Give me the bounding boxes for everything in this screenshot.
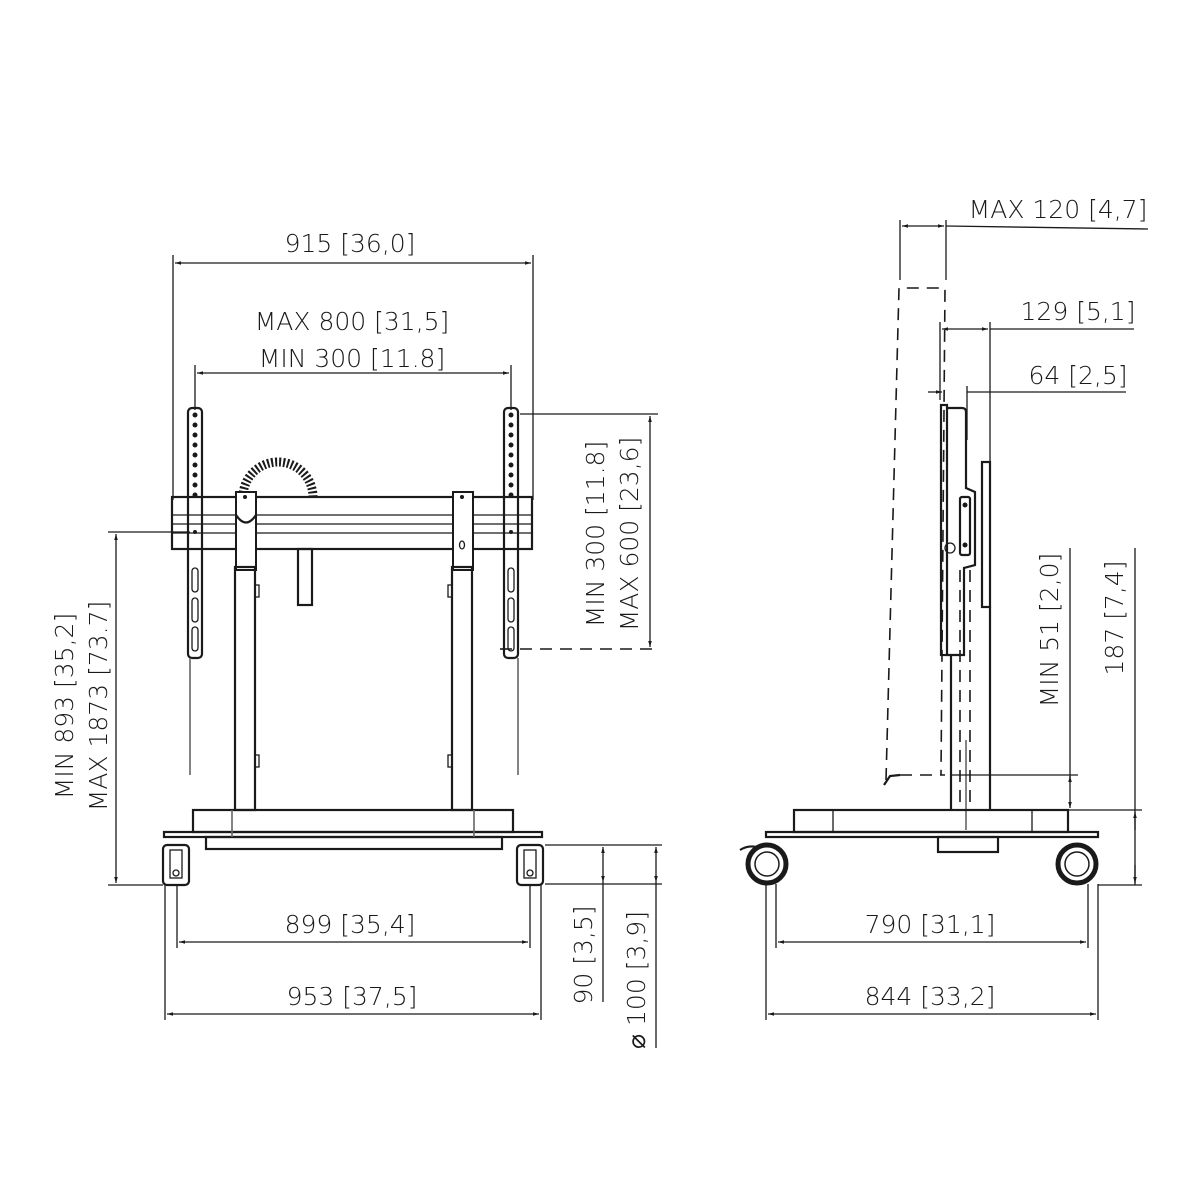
dim-inch: [35,2] — [50, 613, 79, 688]
svg-text:915 [36,0]: 915 [36,0] — [285, 229, 416, 258]
svg-text:90 [3,5]: 90 [3,5] — [569, 905, 598, 1004]
dim-depth-64: 64 [2,5] — [928, 361, 1128, 440]
dim-label: MAX 800 — [255, 307, 366, 336]
dim-label: ⌀ 100 — [622, 978, 651, 1049]
svg-text:MAX 600 [23,6]: MAX 600 [23,6] — [615, 437, 644, 632]
dim-label: 915 — [285, 229, 333, 258]
dim-inch: [31,5] — [374, 307, 449, 336]
dim-inch: [33,2] — [920, 982, 995, 1011]
dim-inch: [2,5] — [1068, 361, 1127, 390]
caster-right — [515, 843, 545, 887]
svg-text:899 [35,4]: 899 [35,4] — [285, 910, 416, 939]
wheel-rear — [739, 842, 789, 886]
dim-wheel-span-side: 790 [31,1] — [775, 884, 1089, 948]
vesa-rail-left — [186, 406, 204, 775]
vesa-rail-right — [502, 406, 520, 775]
dim-label: 899 — [285, 910, 333, 939]
dim-tilt-max: MAX 120 [4,7] — [899, 195, 1149, 280]
dim-label: MIN 51 — [1035, 620, 1064, 707]
center-post — [296, 547, 314, 607]
dim-wheel-span-front: 899 [35,4] — [176, 885, 531, 948]
dim-center-height: MIN 893 [35,2] MAX 1873 [73.7] — [50, 531, 190, 886]
svg-text:187 [7,4]: 187 [7,4] — [1100, 561, 1129, 676]
svg-text:MAX 800 [31,5]: MAX 800 [31,5] — [255, 307, 450, 336]
svg-text:MAX 1873 [73.7]: MAX 1873 [73.7] — [84, 601, 113, 812]
dim-inch: [23,6] — [615, 437, 644, 512]
svg-text:953 [37,5]: 953 [37,5] — [287, 982, 418, 1011]
dim-label: 90 — [569, 973, 598, 1005]
caster-left — [161, 843, 191, 887]
dim-label: 64 — [1028, 361, 1060, 390]
dim-label: MAX 1873 — [84, 684, 113, 811]
dim-vesa-height: MIN 300 [11.8] MAX 600 [23,6] — [500, 413, 658, 650]
svg-text:⌀ 100 [3,9]: ⌀ 100 [3,9] — [622, 911, 651, 1049]
svg-text:129 [5,1]: 129 [5,1] — [1021, 297, 1136, 326]
dim-floor-clearance: MIN 51 [2,0] — [1035, 548, 1072, 808]
dim-overall-width: 915 [36,0] — [172, 229, 534, 500]
dim-inch: [11.8] — [370, 344, 445, 373]
column-left — [233, 565, 260, 812]
svg-text:MIN 51 [2,0]: MIN 51 [2,0] — [1035, 553, 1064, 708]
dim-label: MIN 300 — [581, 524, 610, 627]
front-view: 915 [36,0] MAX 800 [31,5] MIN 300 [11.8] — [50, 229, 662, 1049]
svg-text:MIN 300 [11.8]: MIN 300 [11.8] — [581, 441, 610, 627]
dim-inch: [11.8] — [581, 441, 610, 516]
column-right — [447, 565, 474, 812]
svg-text:MIN 300 [11.8]: MIN 300 [11.8] — [259, 344, 445, 373]
dim-label: 790 — [865, 910, 913, 939]
dim-inch: [7,4] — [1100, 561, 1129, 620]
dim-wheel-size: 90 [3,5] ⌀ 100 [3,9] — [545, 844, 662, 1049]
handle-icon — [883, 773, 901, 786]
side-mount-bracket — [939, 403, 992, 657]
dim-label: 187 — [1100, 628, 1129, 676]
dim-base-depth: 844 [33,2] — [765, 884, 1099, 1020]
dim-vesa-width: MAX 800 [31,5] MIN 300 [11.8] — [194, 307, 512, 410]
dim-label: MIN 300 — [259, 344, 362, 373]
dim-base-height: 187 [7,4] — [1068, 548, 1142, 886]
dim-label: 953 — [287, 982, 335, 1011]
dim-inch: [36,0] — [340, 229, 415, 258]
svg-text:MAX 120 [4,7]: MAX 120 [4,7] — [969, 195, 1148, 224]
side-view: MAX 120 [4,7] 129 [5,1] 64 [2,5] — [739, 195, 1149, 1020]
dim-inch: [5,1] — [1076, 297, 1135, 326]
dim-base-width: 953 [37,5] — [164, 885, 542, 1020]
svg-text:MIN 893 [35,2]: MIN 893 [35,2] — [50, 613, 79, 799]
wheel-front — [1055, 842, 1099, 886]
dim-inch: [35,4] — [340, 910, 415, 939]
tilted-display-outline — [885, 287, 946, 781]
dim-label: MAX 120 — [969, 195, 1080, 224]
dim-inch: [3,5] — [569, 905, 598, 964]
column-side — [949, 570, 992, 830]
svg-text:790 [31,1]: 790 [31,1] — [865, 910, 996, 939]
dim-label: 129 — [1021, 297, 1069, 326]
dim-label: 844 — [865, 982, 913, 1011]
dim-label: MAX 600 — [615, 520, 644, 631]
base-front — [162, 808, 544, 851]
dim-inch: [31,1] — [920, 910, 995, 939]
dim-depth-129: 129 [5,1] — [939, 297, 1136, 600]
dim-inch: [4,7] — [1088, 195, 1147, 224]
base-side — [764, 808, 1100, 854]
svg-text:844 [33,2]: 844 [33,2] — [865, 982, 996, 1011]
dim-label: MIN 893 — [50, 696, 79, 799]
dim-inch: [73.7] — [84, 601, 113, 676]
dim-inch: [3,9] — [622, 911, 651, 970]
svg-text:64 [2,5]: 64 [2,5] — [1028, 361, 1127, 390]
mounting-bar — [170, 491, 534, 571]
dim-inch: [2,0] — [1035, 553, 1064, 612]
dim-inch: [37,5] — [342, 982, 417, 1011]
